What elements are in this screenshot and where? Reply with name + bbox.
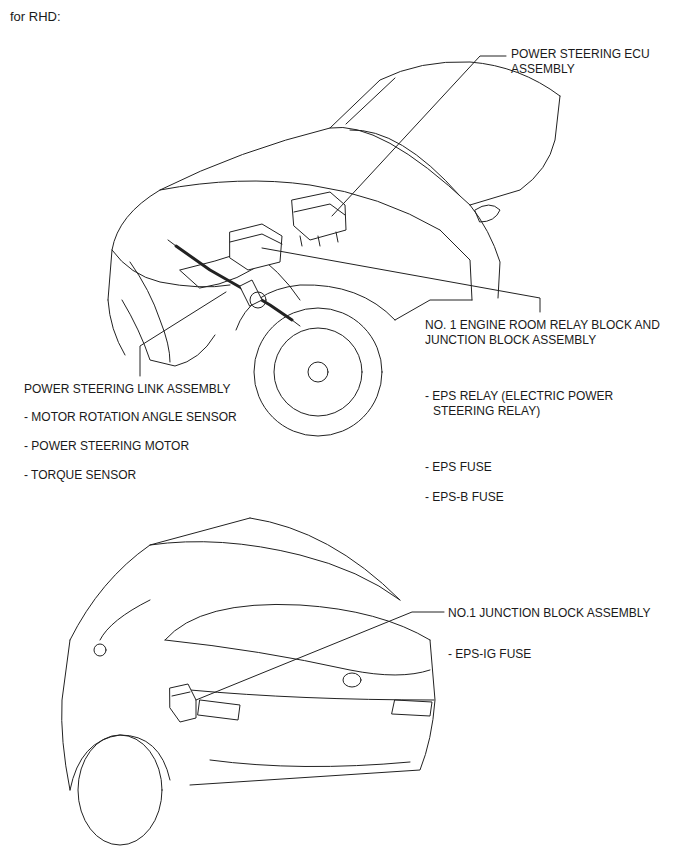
part-label: - TORQUE SENSOR: [24, 468, 254, 483]
part-label: - POWER STEERING MOTOR: [24, 439, 254, 454]
part-label: - EPS-IG FUSE: [448, 647, 648, 662]
part-label: POWER STEERING LINK ASSEMBLY: [24, 382, 284, 397]
part-label: - EPS FUSE: [425, 460, 625, 475]
part-label: NO.1 JUNCTION BLOCK ASSEMBLY: [448, 606, 684, 621]
rear-car: [62, 518, 435, 845]
part-label: POWER STEERING ECU ASSEMBLY: [511, 47, 661, 77]
title: for RHD:: [10, 9, 61, 24]
part-label: NO. 1 ENGINE ROOM RELAY BLOCK AND JUNCTI…: [425, 318, 683, 348]
front-car: [108, 62, 560, 436]
leader-line: [196, 612, 444, 700]
part-label: - EPS-B FUSE: [425, 490, 625, 505]
part-label: - MOTOR ROTATION ANGLE SENSOR: [24, 410, 254, 425]
part-label: - EPS RELAY (ELECTRIC POWER STEERING REL…: [425, 389, 663, 419]
